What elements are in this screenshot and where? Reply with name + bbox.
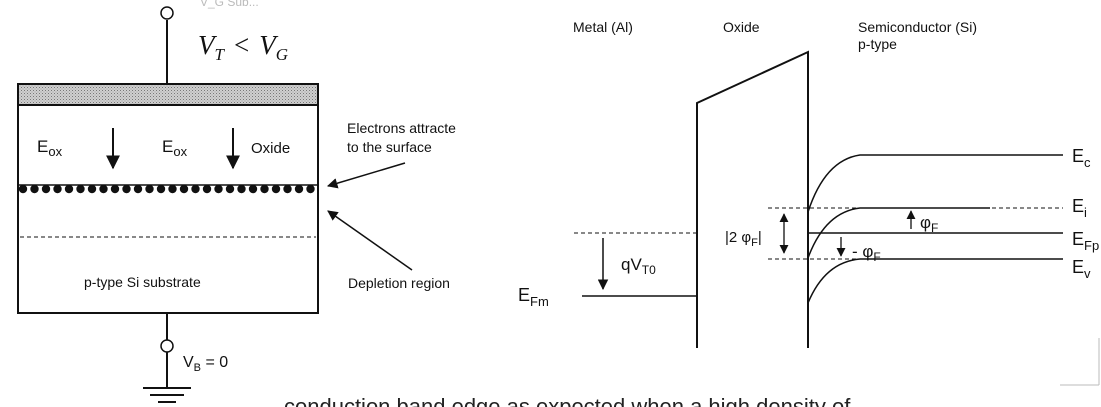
- threshold-condition: VT<VG: [198, 30, 288, 64]
- electron-dot: [306, 184, 315, 194]
- neg-phif-label: - φF: [852, 242, 881, 264]
- electron-dot: [64, 184, 74, 194]
- electron-dot: [156, 184, 166, 194]
- band-diagram: Metal (Al) Oxide Semiconductor (Si) p-ty…: [518, 19, 1099, 348]
- phif-label: φF: [920, 213, 938, 235]
- electron-dot: [294, 184, 304, 194]
- electron-dot: [30, 184, 39, 194]
- electron-dot: [99, 184, 108, 194]
- electron-dot: [271, 184, 281, 194]
- electron-dot: [202, 184, 212, 194]
- electron-dot: [18, 184, 28, 194]
- electron-dot: [133, 184, 143, 194]
- depletion-label: Depletion region: [348, 275, 450, 291]
- electron-dot: [122, 184, 131, 194]
- electrons-callout-arrow: [326, 162, 406, 189]
- electron-dot: [53, 184, 62, 194]
- substrate-label: p-type Si substrate: [84, 274, 201, 290]
- efp-label: EFp: [1072, 229, 1099, 253]
- ei-label: Ei: [1072, 196, 1087, 220]
- ec-line: [807, 154, 990, 213]
- gate-label-partial: V_G Sub...: [200, 0, 259, 9]
- efm-label: EFm: [518, 285, 549, 309]
- metal-gate: [17, 83, 319, 106]
- ec-label: Ec: [1072, 146, 1091, 170]
- electrons-label-line1: Electrons attracte: [347, 120, 456, 136]
- body-terminal: [160, 339, 174, 353]
- ev-label: Ev: [1072, 257, 1091, 281]
- semiconductor-label-line1: Semiconductor (Si): [858, 19, 977, 35]
- oxide-barrier: [696, 50, 809, 348]
- electron-dot: [87, 184, 97, 194]
- semiconductor-label-line2: p-type: [858, 36, 897, 52]
- electron-dot: [191, 184, 200, 194]
- oxide-region-label: Oxide: [251, 140, 290, 157]
- gate-terminal: [160, 6, 174, 20]
- electron-dot: [214, 184, 223, 194]
- vb-label: VB = 0: [183, 354, 228, 374]
- eox-label-2: Eox: [162, 137, 188, 159]
- mos-structure: V_G Sub... VT<VG Eox Eox Oxide p-type Si…: [17, 0, 456, 403]
- electron-dot: [248, 184, 258, 194]
- qvt0-label: qVT0: [621, 255, 656, 277]
- electron-dot: [225, 184, 235, 194]
- two-phif-label: |2 φF|: [725, 229, 762, 249]
- electron-dot: [283, 184, 292, 194]
- electron-dot: [237, 184, 246, 194]
- electron-dot: [41, 184, 51, 194]
- electron-dot: [168, 184, 177, 194]
- electron-dot: [260, 184, 269, 194]
- eox-label-1: Eox: [37, 137, 63, 159]
- footer-text: conduction band edge as expected when a …: [284, 394, 851, 407]
- electron-dot: [76, 184, 85, 194]
- oxide-label: Oxide: [723, 19, 760, 35]
- electrons-label-line2: to the surface: [347, 139, 432, 155]
- electron-dot: [179, 184, 189, 194]
- electron-dot: [110, 184, 120, 194]
- surface-electrons: [18, 184, 315, 194]
- metal-label: Metal (Al): [573, 19, 633, 35]
- ev-line: [807, 258, 990, 304]
- electron-dot: [145, 184, 154, 194]
- depletion-callout-arrow: [327, 210, 413, 271]
